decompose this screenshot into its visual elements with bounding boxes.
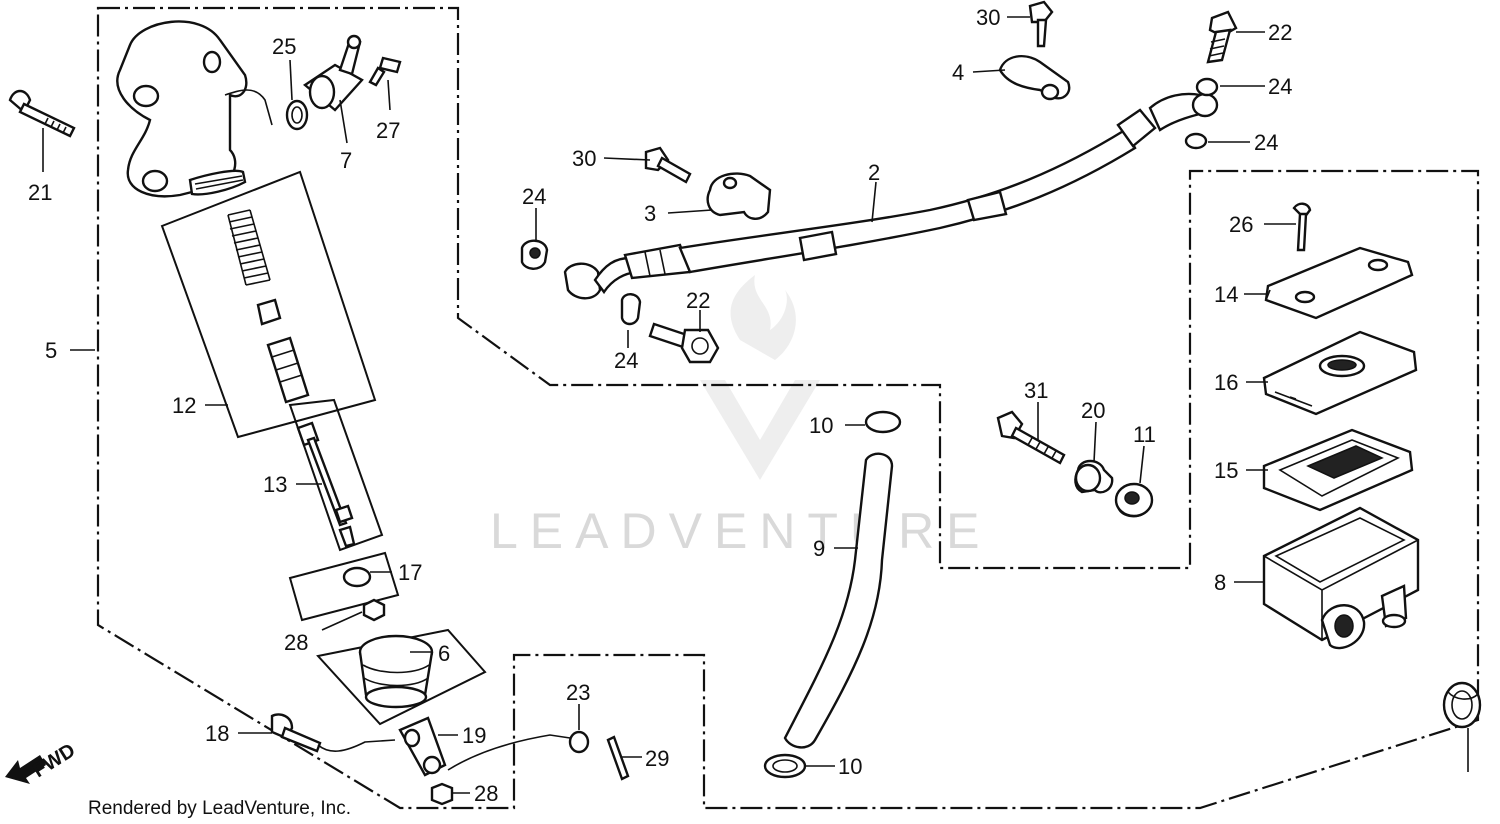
label-13: 13 (263, 472, 287, 497)
label-29: 29 (645, 746, 669, 771)
label-11: 11 (1133, 422, 1156, 447)
screw-26 (1292, 202, 1312, 252)
label-20: 20 (1081, 398, 1105, 423)
fwd-label: FWD (29, 739, 79, 782)
spring-seat (256, 298, 282, 326)
collar-20 (1074, 459, 1114, 494)
label-26: 26 (1229, 212, 1253, 237)
bolt-31 (996, 410, 1066, 465)
diaphragm-15 (1262, 428, 1414, 512)
label-28-upper: 28 (284, 630, 308, 655)
push-rod-13 (296, 421, 356, 548)
hose-joint-7 (302, 34, 364, 112)
washer-23 (568, 730, 590, 754)
reservoir-8 (1262, 506, 1420, 650)
washer-24-upper-2 (1184, 132, 1208, 150)
label-27: 27 (376, 118, 400, 143)
piston-kit-box (160, 170, 377, 439)
label-22-upper: 22 (1268, 20, 1292, 45)
push-rod-box (288, 398, 384, 552)
grommet-11 (1114, 482, 1154, 518)
reservoir-hose-9 (783, 452, 894, 749)
hose-clamp-10-lower (763, 753, 807, 779)
label-9: 9 (813, 536, 825, 561)
label-18: 18 (205, 721, 229, 746)
bolt-18 (270, 713, 396, 753)
bolt-30-upper (1028, 0, 1054, 48)
spring-12 (227, 209, 271, 286)
label-6: 6 (438, 641, 450, 666)
label-25: 25 (272, 34, 296, 59)
cotter-pin-29 (606, 735, 630, 781)
brake-hose-2 (563, 92, 1219, 300)
hose-clamp-10-upper (864, 410, 902, 434)
master-cylinder-body (116, 20, 273, 198)
label-4: 4 (952, 60, 964, 85)
render-credit: Rendered by LeadVenture, Inc. (88, 798, 351, 819)
o-ring-25 (285, 99, 309, 131)
fwd-arrow-icon (5, 755, 46, 784)
screw-27 (368, 56, 402, 87)
label-24-mid: 24 (614, 348, 638, 373)
label-5: 5 (45, 338, 57, 363)
clevis-19 (398, 716, 447, 777)
master-cylinder-group-outline (96, 6, 1480, 810)
label-22-mid: 22 (686, 288, 710, 313)
label-8: 8 (1214, 570, 1226, 595)
label-2: 2 (868, 160, 880, 185)
label-30-mid: 30 (572, 146, 596, 171)
label-31: 31 (1024, 378, 1048, 403)
label-24-left: 24 (522, 184, 546, 209)
label-23: 23 (566, 680, 590, 705)
label-10-lower: 10 (838, 754, 862, 779)
nut-28-lower (430, 782, 454, 806)
watermark-text: LEADVENTURE (490, 503, 992, 559)
label-30-upper: 30 (976, 5, 1000, 30)
washer-24-mid (620, 293, 642, 326)
washer-24-upper-1 (1195, 77, 1219, 97)
reservoir-cap-14 (1264, 246, 1414, 320)
piston-assembly (266, 336, 310, 404)
label-3: 3 (644, 201, 656, 226)
banjo-bolt-22-upper (1206, 10, 1238, 64)
label-19: 19 (462, 723, 486, 748)
label-24-upper-1: 24 (1268, 74, 1292, 99)
leader-lines (42, 16, 1469, 794)
grommet-right (1442, 681, 1482, 729)
circlip-box (288, 551, 400, 622)
clamp-3 (706, 172, 772, 220)
label-24-upper-2: 24 (1254, 130, 1278, 155)
nut-28-upper (362, 598, 386, 622)
label-10-upper: 10 (809, 413, 833, 438)
watermark-logo (700, 275, 820, 480)
bolt-30-mid (644, 146, 692, 184)
label-12: 12 (172, 393, 196, 418)
label-14: 14 (1214, 282, 1238, 307)
diaphragm-plate-16 (1262, 330, 1418, 416)
label-21: 21 (28, 180, 52, 205)
banjo-bolt-22-mid (648, 322, 720, 364)
label-7: 7 (340, 148, 352, 173)
label-17: 17 (398, 560, 422, 585)
circlip-17 (342, 566, 372, 588)
label-16: 16 (1214, 370, 1238, 395)
label-15: 15 (1214, 458, 1238, 483)
label-28-lower: 28 (474, 781, 498, 806)
bolt-21 (8, 89, 76, 138)
dust-boot-6 (358, 634, 434, 709)
clamp-4 (998, 54, 1071, 101)
